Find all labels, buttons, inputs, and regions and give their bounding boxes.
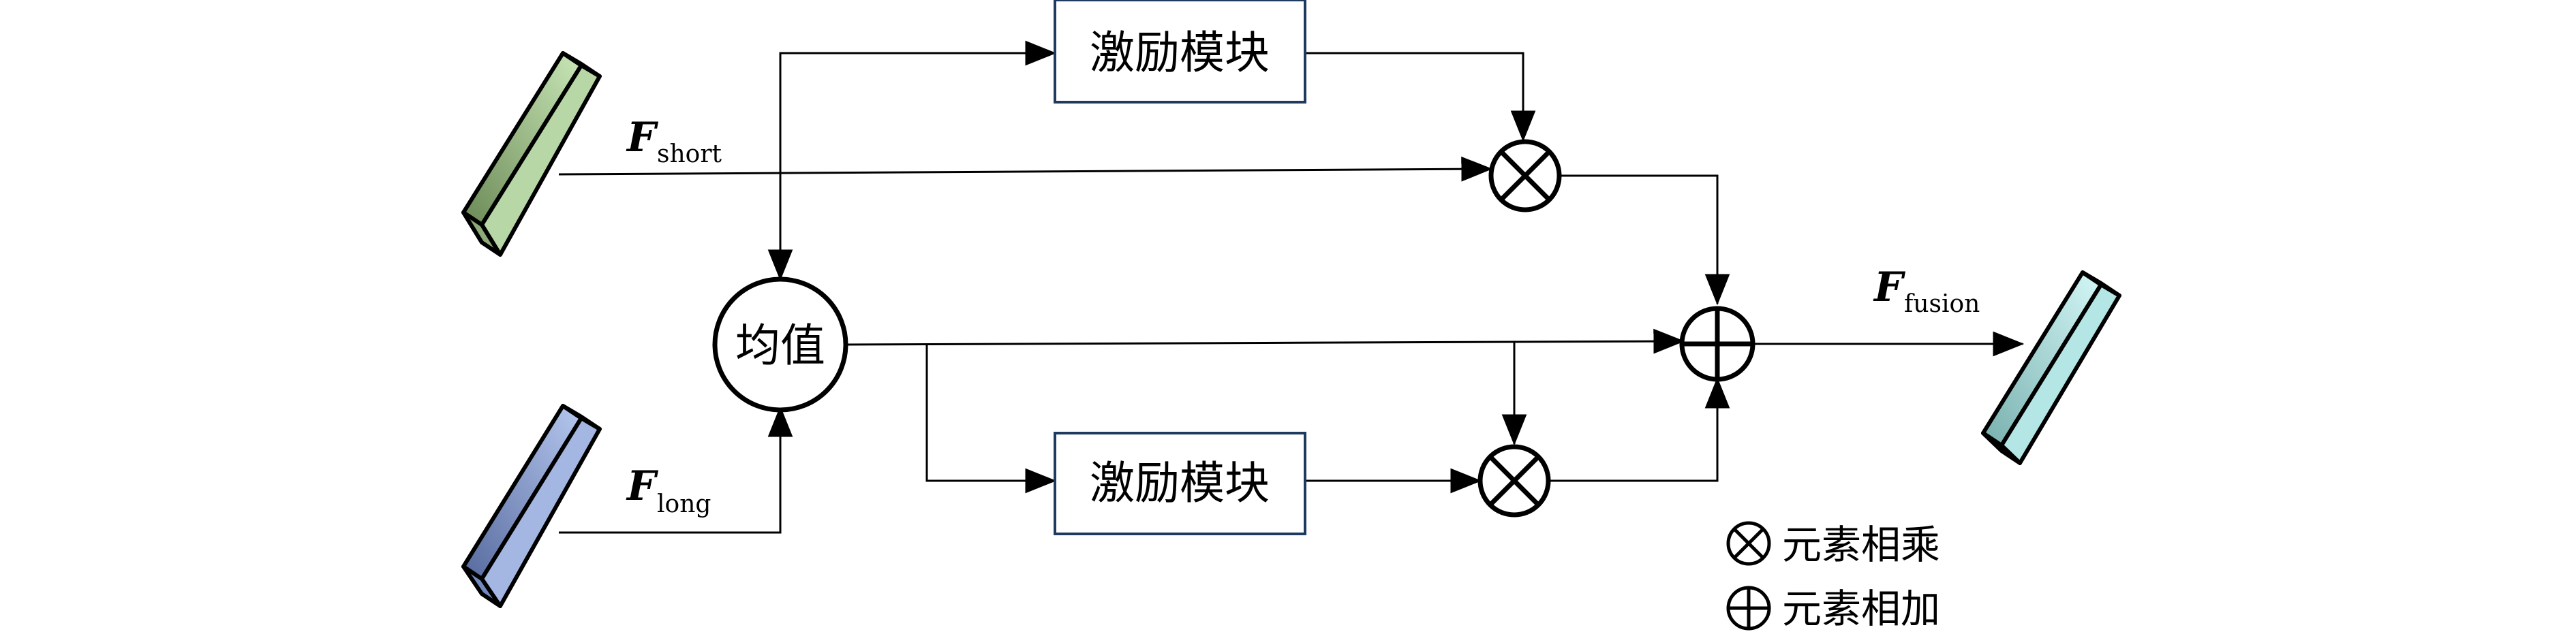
mean-label: 均值 <box>735 319 825 372</box>
multiply-top-operator <box>1488 139 1562 212</box>
svg-text:long: long <box>657 490 711 518</box>
legend-multiply-label: 元素相乘 <box>1782 522 1940 568</box>
multiply-bottom-operator <box>1477 444 1551 518</box>
svg-text:F: F <box>626 462 659 510</box>
connection-lines <box>558 40 2025 534</box>
legend: 元素相乘 元素相加 <box>1726 521 1940 632</box>
legend-multiply-icon <box>1726 521 1771 566</box>
label-f-fusion: F fusion <box>1873 264 1980 318</box>
line-mult-bottom-to-add <box>1548 377 1730 482</box>
svg-text:short: short <box>657 140 722 168</box>
label-f-short: F short <box>626 114 722 168</box>
label-f-long: F long <box>626 462 711 518</box>
excite-block-top: 激励模块 <box>1054 0 1306 104</box>
line-to-excite-bottom <box>925 345 1057 494</box>
fusion-feature-bar <box>1981 270 2121 465</box>
add-operator <box>1679 306 1755 382</box>
legend-add-icon <box>1726 586 1771 631</box>
long-feature-bar <box>461 404 602 608</box>
line-excite-top-to-mult <box>1305 52 1536 142</box>
line-short-to-mult-top <box>558 156 1493 182</box>
svg-text:F: F <box>1873 264 1906 311</box>
legend-add-label: 元素相加 <box>1782 586 1940 632</box>
svg-text:fusion: fusion <box>1904 290 1980 318</box>
line-mean-to-add <box>846 328 1685 354</box>
short-feature-bar <box>461 51 602 257</box>
line-long-to-mean <box>559 405 793 534</box>
excite-block-bottom-label: 激励模块 <box>1090 457 1270 509</box>
line-mult-top-to-add <box>1559 174 1730 306</box>
excite-block-top-label: 激励模块 <box>1090 27 1270 79</box>
excite-block-bottom: 激励模块 <box>1054 432 1306 535</box>
svg-text:F: F <box>626 114 659 161</box>
line-to-excite-top <box>779 40 1057 253</box>
mean-node: 均值 <box>712 276 848 413</box>
